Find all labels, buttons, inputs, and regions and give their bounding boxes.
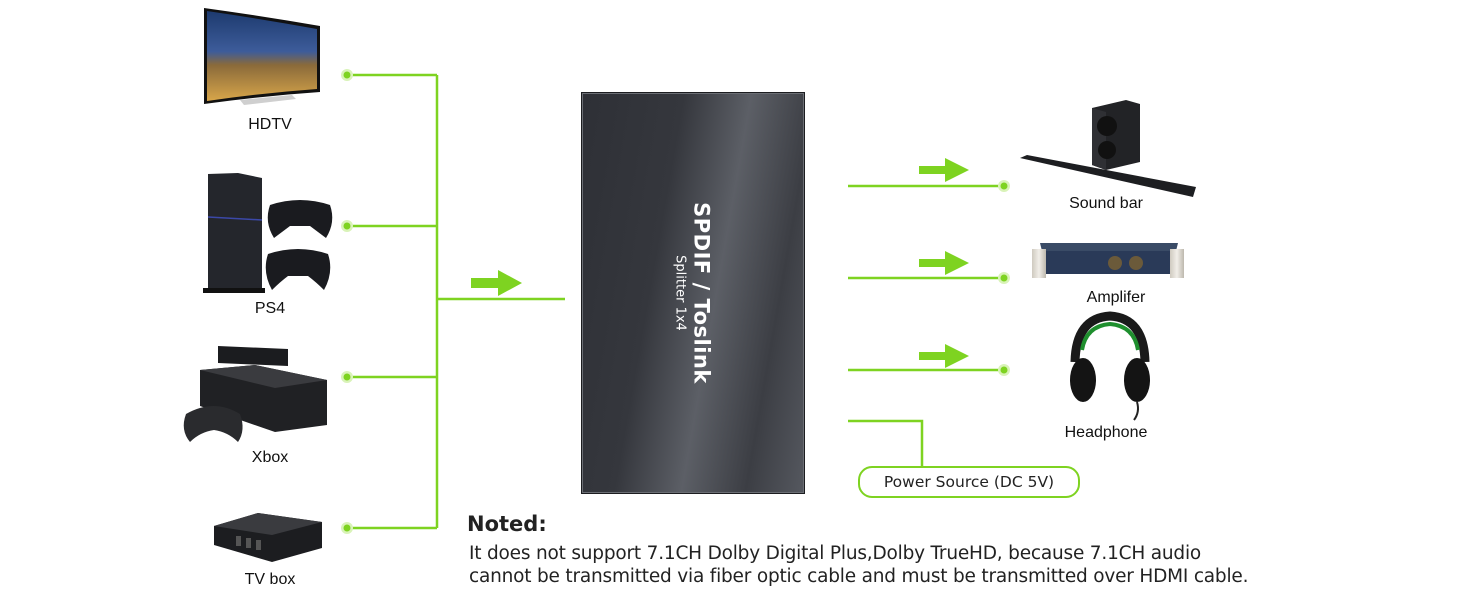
input-label-tvbox: TV box	[244, 571, 296, 588]
soundbar-icon	[1020, 100, 1196, 197]
amplifier-icon	[1032, 243, 1184, 278]
dot-soundbar	[998, 180, 1010, 192]
dot-ps4	[341, 220, 353, 232]
arrow-right-icon	[919, 251, 969, 275]
wire-power	[848, 419, 924, 466]
splitter-subtitle: Splitter 1x4	[672, 255, 688, 331]
dot-headphone	[998, 364, 1010, 376]
tv-icon	[204, 8, 320, 105]
power-source-label: Power Source (DC 5V)	[858, 466, 1080, 498]
dot-tvbox	[341, 522, 353, 534]
connector-dots	[341, 69, 1010, 534]
input-label-xbox: Xbox	[251, 449, 289, 466]
output-label-amplifier: Amplifer	[1086, 289, 1146, 306]
arrow-right-icon	[471, 270, 522, 296]
splitter-title: SPDIF / Toslink	[689, 202, 714, 384]
splitter-device: SPDIF / Toslink Splitter 1x4	[581, 92, 805, 494]
note-title: Noted:	[467, 512, 547, 536]
dot-amplifier	[998, 272, 1010, 284]
output-label-headphone: Headphone	[1064, 424, 1148, 441]
dot-hdtv	[341, 69, 353, 81]
game-console-icon	[183, 346, 327, 442]
arrow-right-icon	[919, 344, 969, 368]
headphone-icon	[1070, 311, 1150, 421]
set-top-box-icon	[214, 513, 322, 562]
arrow-right-icon	[919, 158, 969, 182]
input-label-ps4: PS4	[254, 300, 286, 317]
input-label-hdtv: HDTV	[248, 116, 292, 133]
splitter-label: SPDIF / Toslink Splitter 1x4	[673, 202, 714, 384]
game-console-icon	[203, 173, 333, 293]
note-line-1: It does not support 7.1CH Dolby Digital …	[469, 543, 1202, 564]
note-line-2: cannot be transmitted via fiber optic ca…	[469, 566, 1249, 587]
dot-xbox	[341, 371, 353, 383]
output-label-soundbar: Sound bar	[1069, 195, 1143, 212]
